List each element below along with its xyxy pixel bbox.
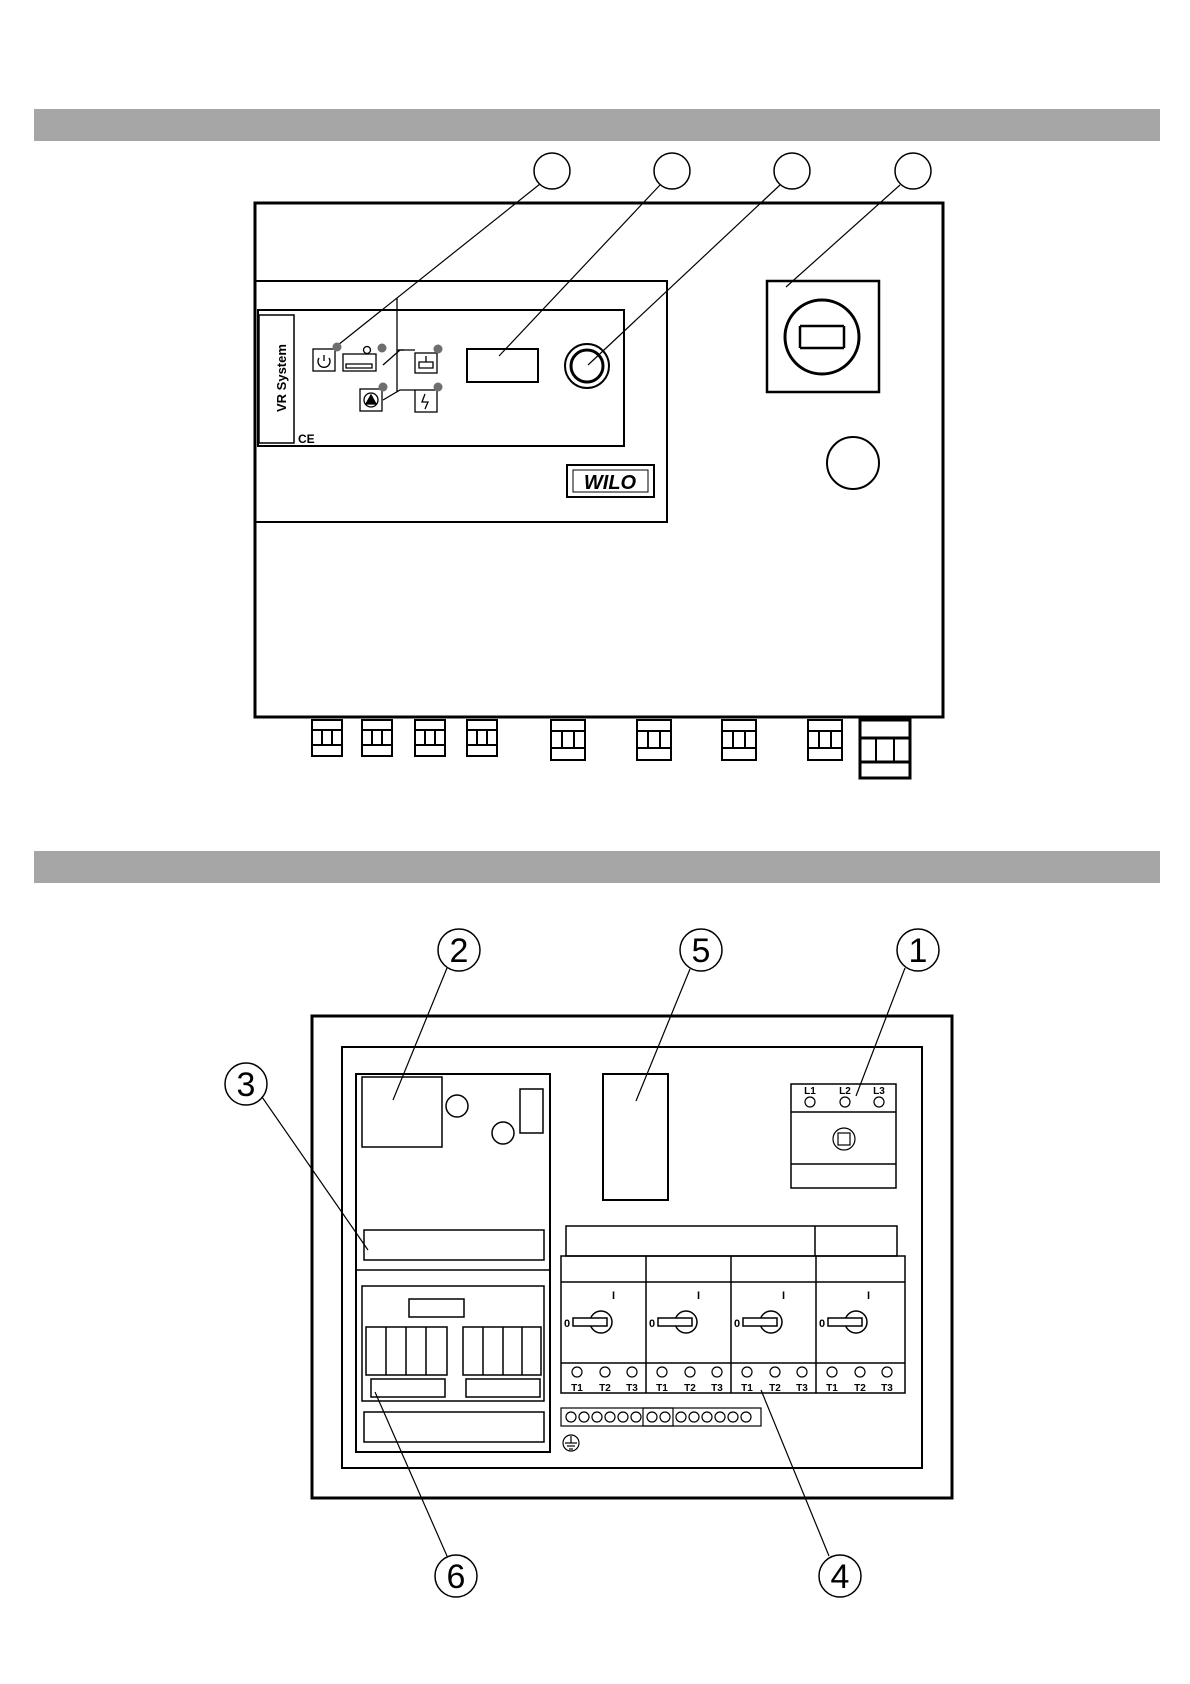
motor-switch-2: I 0 T1 T2 T3 xyxy=(649,1290,723,1394)
terminal-l2: L2 xyxy=(839,1086,851,1097)
svg-text:I: I xyxy=(782,1290,785,1302)
svg-text:T2: T2 xyxy=(854,1383,866,1394)
led-level xyxy=(378,344,387,353)
svg-text:I: I xyxy=(697,1290,700,1302)
svg-text:T3: T3 xyxy=(711,1383,723,1394)
cable-gland xyxy=(467,720,497,756)
brand-logo: WILO xyxy=(584,472,637,494)
svg-text:T1: T1 xyxy=(656,1383,668,1394)
svg-text:T3: T3 xyxy=(881,1383,893,1394)
callout-circle-a xyxy=(534,153,570,189)
svg-text:T2: T2 xyxy=(599,1383,611,1394)
main-switch-dial xyxy=(785,300,859,374)
terminal-strip-controller xyxy=(364,1230,544,1260)
cable-gland xyxy=(362,720,392,756)
main-switch-unit xyxy=(791,1084,896,1188)
relay xyxy=(520,1089,543,1133)
svg-text:T3: T3 xyxy=(626,1383,638,1394)
led-output xyxy=(434,345,443,354)
svg-text:0: 0 xyxy=(649,1318,655,1330)
controller-board xyxy=(356,1074,550,1452)
callout-6: 6 xyxy=(447,1558,466,1596)
motor-switch-rail xyxy=(566,1226,897,1256)
panel-label: VR System xyxy=(274,344,289,412)
led-fault xyxy=(434,383,443,392)
callout-circle-c xyxy=(774,153,810,189)
callout-4: 4 xyxy=(831,1558,850,1596)
svg-text:T3: T3 xyxy=(796,1383,808,1394)
earth-ground-icon xyxy=(563,1435,579,1451)
svg-text:T1: T1 xyxy=(741,1383,753,1394)
cable-gland xyxy=(415,720,445,756)
callout-circle-b xyxy=(654,153,690,189)
terminal-l1: L1 xyxy=(804,1086,816,1097)
callout-5: 5 xyxy=(692,932,711,970)
svg-text:T2: T2 xyxy=(769,1383,781,1394)
cable-gland-large xyxy=(860,720,910,778)
motor-switch-1: I 0 T1 T2 T3 xyxy=(564,1290,638,1394)
svg-text:I: I xyxy=(867,1290,870,1302)
callout-1: 1 xyxy=(909,932,928,970)
cable-gland xyxy=(722,720,756,760)
cable-gland xyxy=(551,720,585,760)
led-power xyxy=(333,343,342,352)
led-pump xyxy=(379,383,388,392)
ce-mark: CE xyxy=(298,432,315,446)
terminal-block xyxy=(561,1408,761,1426)
svg-text:T1: T1 xyxy=(571,1383,583,1394)
display-window xyxy=(467,349,538,382)
cable-gland xyxy=(637,720,671,760)
svg-text:0: 0 xyxy=(819,1318,825,1330)
callout-2: 2 xyxy=(450,932,469,970)
cable-gland xyxy=(808,720,842,760)
mounting-plate xyxy=(342,1047,922,1468)
fuse-block xyxy=(362,1286,544,1401)
svg-text:0: 0 xyxy=(564,1318,570,1330)
relay-module xyxy=(603,1074,668,1200)
callout-3: 3 xyxy=(237,1066,256,1104)
svg-text:T1: T1 xyxy=(826,1383,838,1394)
indicator-lamp xyxy=(827,437,879,489)
svg-text:T2: T2 xyxy=(684,1383,696,1394)
motor-switch-4: I 0 T1 T2 T3 xyxy=(819,1290,893,1394)
motor-switch-3: I 0 T1 T2 T3 xyxy=(734,1290,808,1394)
fault-lightning-icon xyxy=(415,390,437,412)
cable-gland xyxy=(312,720,342,756)
svg-text:0: 0 xyxy=(734,1318,740,1330)
transformer xyxy=(362,1077,442,1147)
svg-text:I: I xyxy=(612,1290,615,1302)
terminal-l3: L3 xyxy=(873,1086,885,1097)
callout-circle-d xyxy=(895,153,931,189)
cable-glands xyxy=(312,720,910,778)
control-knob xyxy=(571,350,603,382)
